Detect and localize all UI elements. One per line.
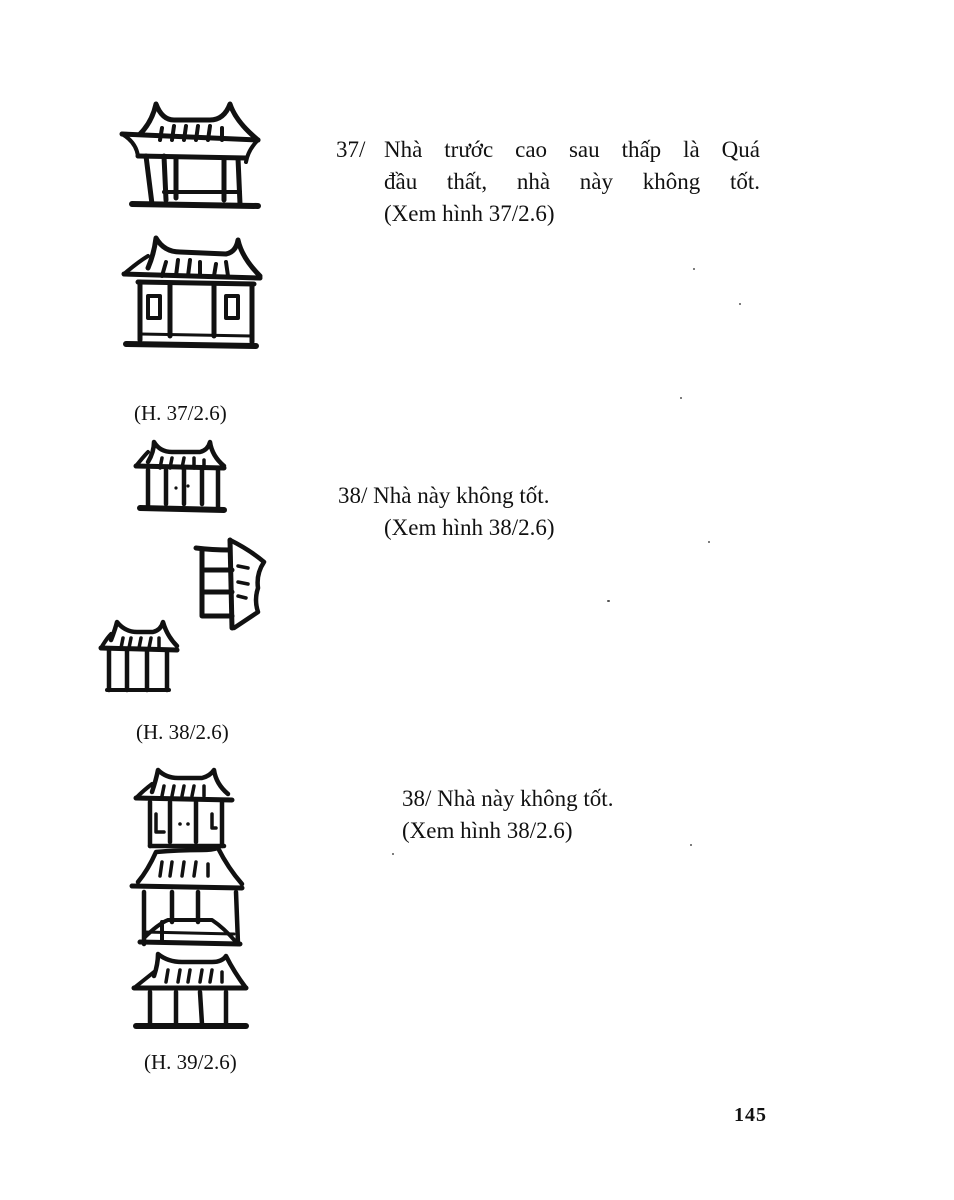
house-drawing-low-back [121, 235, 263, 349]
entry-line: Nhà này không tốt. [373, 483, 550, 508]
entry-figure-reference: (Xem hình 38/2.6) [384, 515, 555, 540]
scan-speck [690, 844, 692, 846]
figure-caption-37: (H. 37/2.6) [134, 401, 227, 425]
entry-line: Nhà trước cao sau thấp là Quá [384, 137, 760, 162]
scan-speck [680, 397, 682, 399]
entry-figure-reference: (Xem hình 38/2.6) [402, 818, 573, 843]
figure-caption-38: (H. 38/2.6) [136, 720, 229, 744]
entry-38: 38/ Nhà này không tốt. (Xem hình 38/2.6) [338, 480, 668, 544]
house-drawing-small-bottom [98, 619, 180, 693]
house-drawing-stacked-top [133, 767, 235, 849]
house-drawing-side-facing [193, 537, 267, 631]
scan-speck [708, 541, 710, 543]
entry-number: 38/ [402, 786, 432, 811]
scan-speck [607, 600, 610, 602]
entry-line: Nhà này không tốt. [437, 786, 614, 811]
entry-37: 37/ Nhà trước cao sau thấp là Quá đầu th… [336, 134, 760, 230]
scan-speck [739, 303, 741, 305]
scan-speck [693, 268, 695, 270]
house-drawing-small-top [133, 439, 227, 513]
entry-line: đầu thất, nhà này không tốt. [384, 169, 760, 194]
house-drawing-stacked-bottom [131, 951, 249, 1029]
figure-caption-39: (H. 39/2.6) [144, 1050, 237, 1074]
entry-number: 38/ [338, 483, 368, 508]
scan-speck [392, 853, 394, 855]
entry-number: 37/ [336, 137, 366, 162]
page-number: 145 [734, 1104, 767, 1126]
house-drawing-tall-front [119, 101, 261, 209]
entry-39: 38/ Nhà này không tốt. (Xem hình 38/2.6) [402, 783, 702, 847]
house-drawing-stacked-middle [129, 845, 245, 947]
entry-figure-reference: (Xem hình 37/2.6) [384, 201, 555, 226]
